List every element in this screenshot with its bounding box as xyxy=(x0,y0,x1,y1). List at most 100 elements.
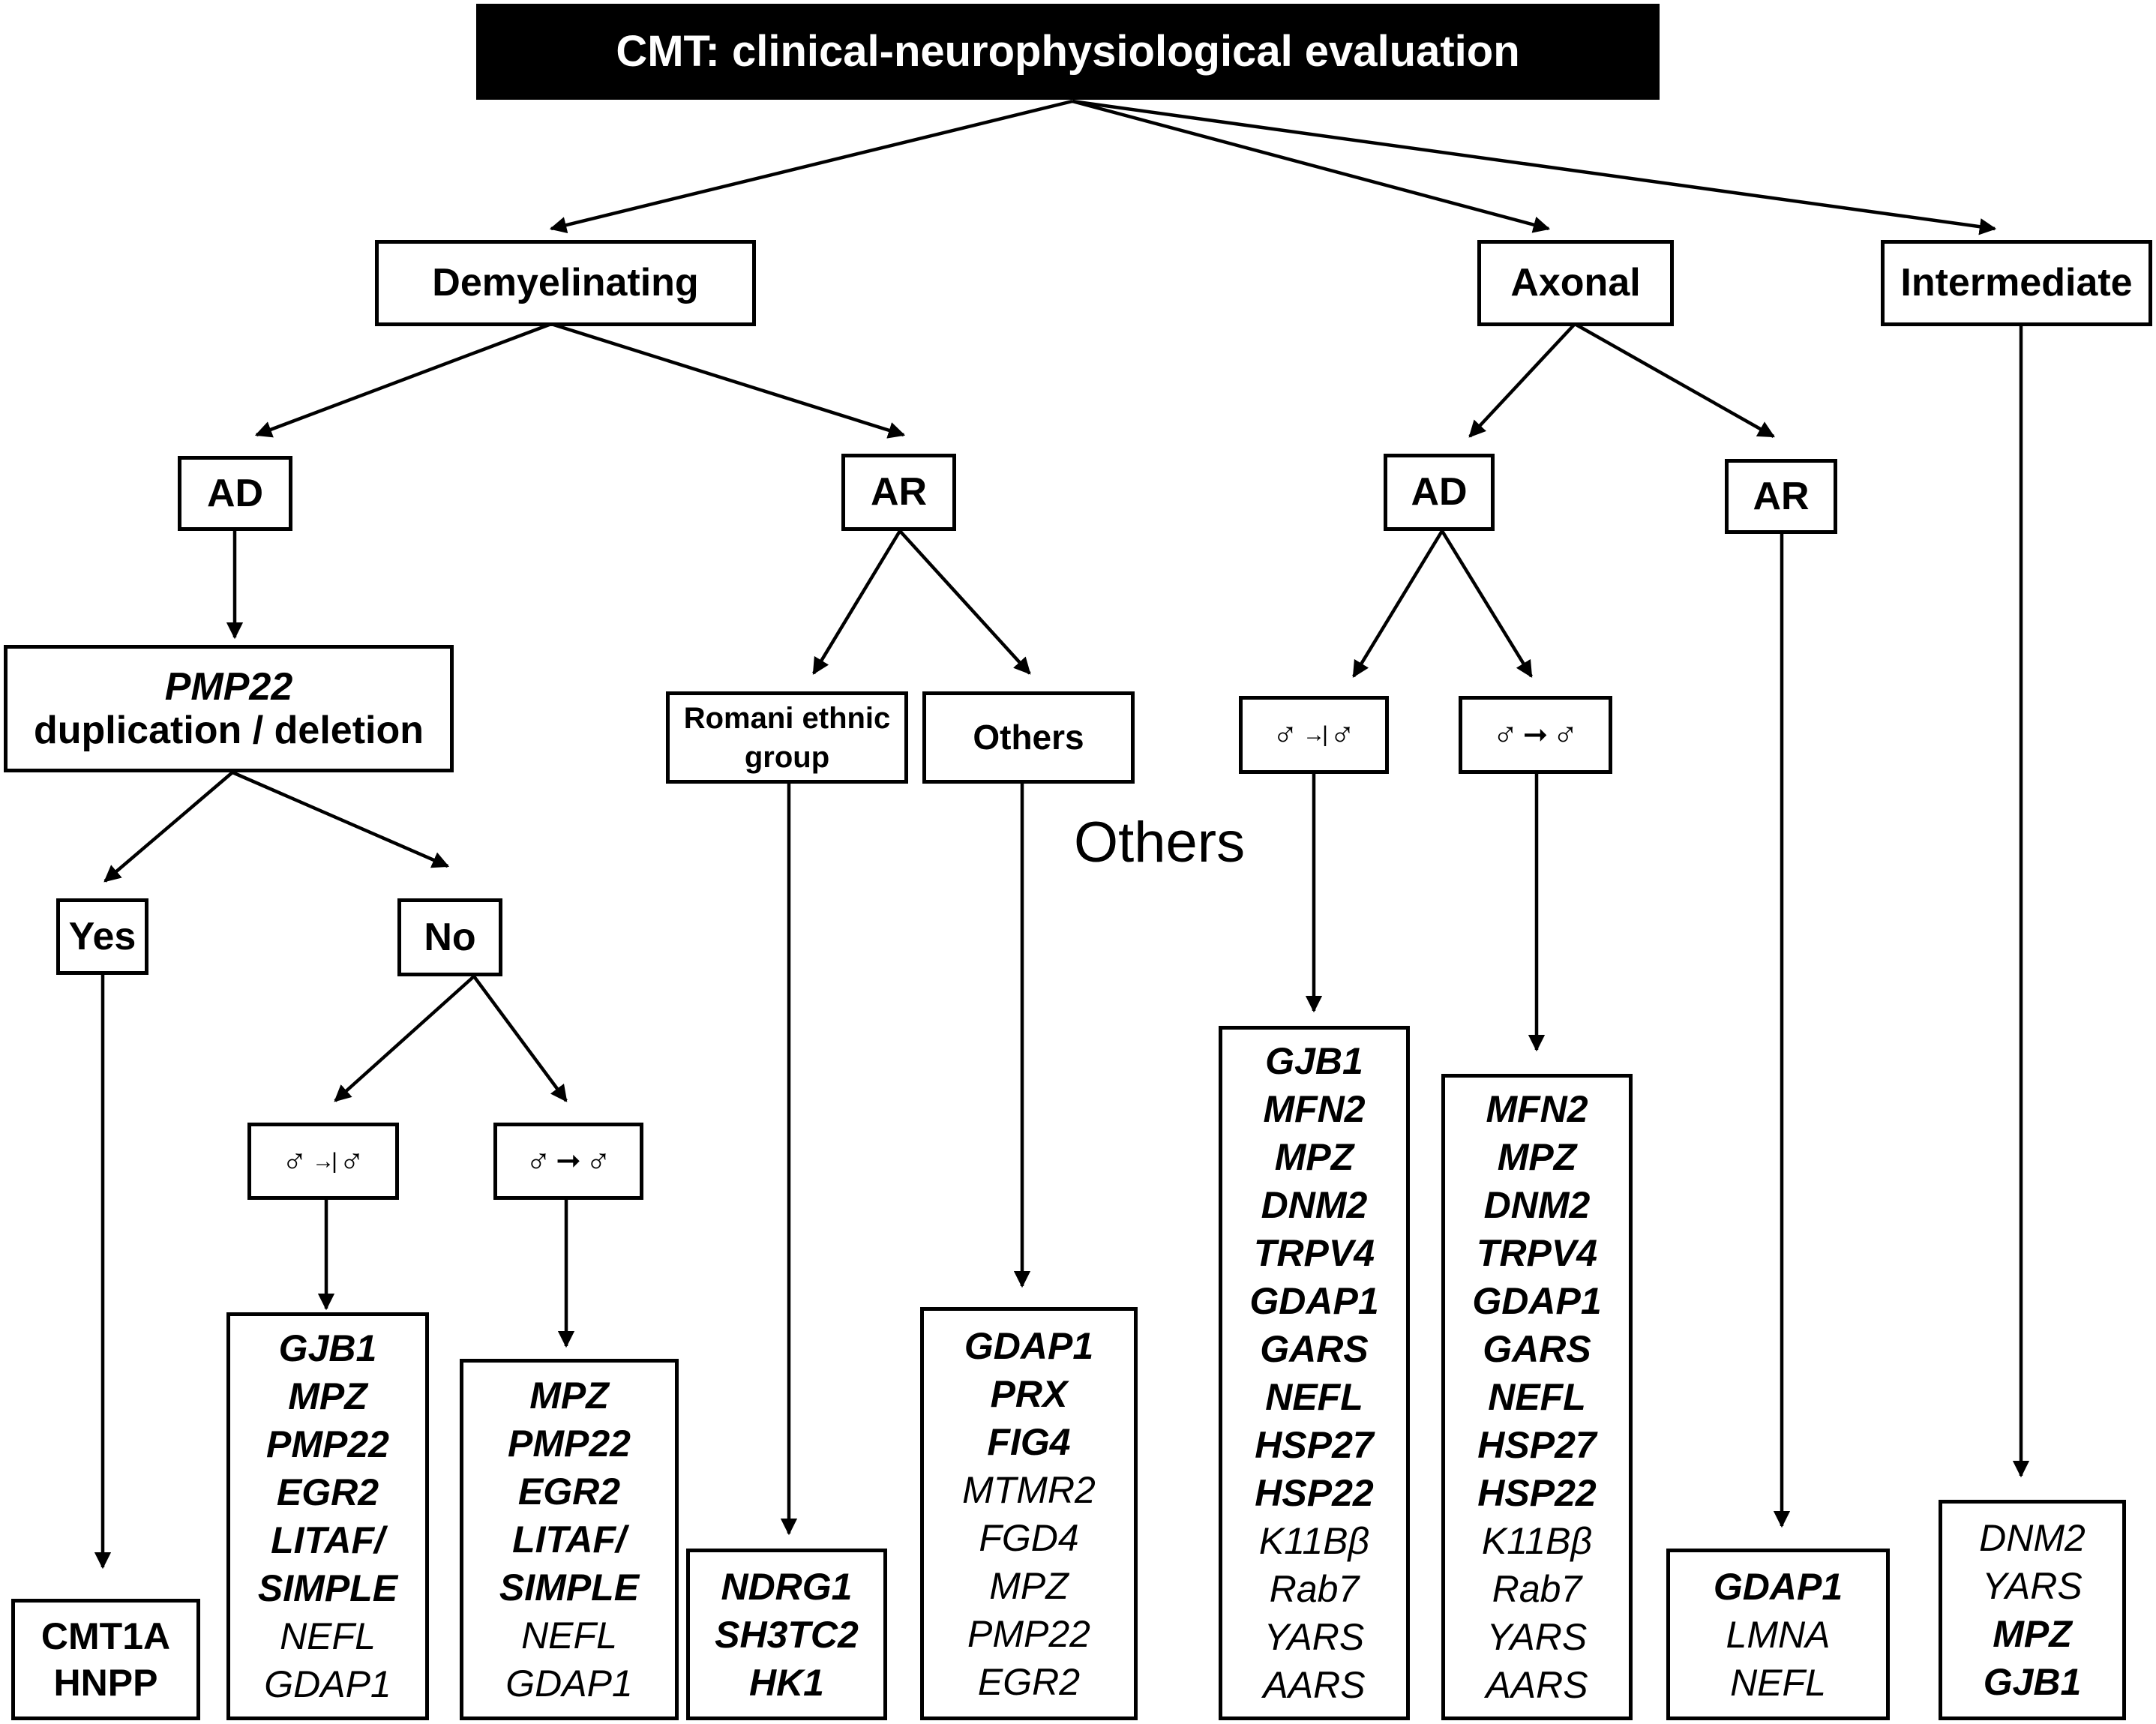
gene-item: GDAP1 xyxy=(1472,1280,1602,1322)
gene-item: YARS xyxy=(1982,1565,2083,1607)
ax-ad-male-male-box: ♂ ➞ ♂ xyxy=(1459,696,1612,774)
ax-ad-male-male-excluded-box: ♂ →| ♂ xyxy=(1239,696,1389,774)
gene-item: GDAP1 xyxy=(1713,1565,1843,1608)
pmp22-gene: PMP22 xyxy=(164,664,293,709)
axonal-label: Axonal xyxy=(1510,261,1641,305)
dem-ar-others-box: Others xyxy=(922,691,1135,784)
dem-ar-box: AR xyxy=(841,454,956,531)
gene-item: LITAF/ xyxy=(512,1519,626,1561)
floating-others-label: Others xyxy=(1074,811,1246,874)
gene-item: SIMPLE xyxy=(257,1567,398,1609)
gene-item: MPZ xyxy=(1274,1136,1354,1178)
gene-item: GJB1 xyxy=(278,1327,377,1369)
intermediate-box: Intermediate xyxy=(1881,240,2152,326)
gene-item: AARS xyxy=(1263,1664,1366,1706)
dem-ar-others-label: Others xyxy=(973,717,1084,757)
romani-box: Romani ethnic group xyxy=(666,691,908,784)
gene-item: TRPV4 xyxy=(1253,1232,1375,1274)
gene-item: LMNA xyxy=(1726,1613,1831,1656)
dem-ar-label: AR xyxy=(870,470,928,514)
gene-item: GJB1 xyxy=(1983,1661,2082,1703)
male-icon: ♂ xyxy=(1552,715,1579,754)
gene-item: FGD4 xyxy=(979,1516,1079,1559)
no-box: No xyxy=(397,898,502,976)
dem-ad-label: AD xyxy=(206,471,264,515)
gene-item: GDAP1 xyxy=(1249,1280,1379,1322)
gene-item: HSP22 xyxy=(1255,1472,1374,1514)
romani-label: Romani ethnic group xyxy=(683,701,891,774)
gene-item: GDAP1 xyxy=(505,1663,633,1705)
male-icon: ♂ xyxy=(281,1141,308,1180)
dem-no-male-male-box: ♂ ➞ ♂ xyxy=(493,1123,643,1200)
intermediate-label: Intermediate xyxy=(1900,261,2133,305)
gene-item: AARS xyxy=(1486,1664,1588,1706)
gene-item: Rab7 xyxy=(1492,1568,1582,1610)
gene-item: YARS xyxy=(1264,1616,1365,1658)
male-icon: ♂ xyxy=(1272,715,1299,754)
pmp22-text: duplication / deletion xyxy=(34,709,424,752)
gene-item: TRPV4 xyxy=(1476,1232,1598,1274)
gene-item: MFN2 xyxy=(1486,1088,1588,1130)
gene-item: K11Bβ xyxy=(1258,1520,1370,1562)
gene-item: SIMPLE xyxy=(499,1567,640,1609)
male-icon: ♂ xyxy=(585,1141,612,1180)
gene-item: MPZ xyxy=(989,1564,1069,1607)
axonal-box: Axonal xyxy=(1477,240,1674,326)
gene-item: NEFL xyxy=(1265,1376,1363,1418)
gene-item: NEFL xyxy=(1730,1661,1826,1704)
pmp22-test-box: PMP22 duplication / deletion xyxy=(4,645,454,772)
gene-item: EGR2 xyxy=(276,1471,379,1513)
demyelinating-label: Demyelinating xyxy=(432,261,699,305)
arrow-icon: ➞ xyxy=(556,1144,581,1178)
ax-ad-label: AD xyxy=(1411,470,1468,514)
gene-item: GARS xyxy=(1260,1328,1369,1370)
gene-item: LITAF/ xyxy=(271,1519,385,1561)
gene-item: HK1 xyxy=(748,1661,824,1704)
dem-ad-box: AD xyxy=(178,456,292,531)
gene-item: EGR2 xyxy=(977,1660,1081,1703)
gene-item: HSP27 xyxy=(1255,1424,1374,1466)
gene-item: SH3TC2 xyxy=(715,1613,859,1656)
gene-item: EGR2 xyxy=(517,1471,621,1513)
gene-item: HSP27 xyxy=(1477,1424,1597,1466)
demyelinating-box: Demyelinating xyxy=(375,240,756,326)
gene-item: GDAP1 xyxy=(264,1663,391,1705)
gene-item: PRX xyxy=(990,1372,1068,1415)
male-icon: ♂ xyxy=(1492,715,1519,754)
gene-item: MPZ xyxy=(288,1375,367,1417)
yes-box: Yes xyxy=(56,898,148,975)
blocked-arrow-icon: →| xyxy=(312,1148,337,1174)
gene-item: YARS xyxy=(1486,1616,1588,1658)
gene-item: NEFL xyxy=(1488,1376,1586,1418)
gene-item: GDAP1 xyxy=(964,1324,1094,1367)
gene-item: Rab7 xyxy=(1269,1568,1360,1610)
male-icon: ♂ xyxy=(1329,715,1356,754)
title-text: CMT: clinical-neurophysiological evaluat… xyxy=(616,26,1520,76)
male-icon: ♂ xyxy=(338,1141,365,1180)
male-icon: ♂ xyxy=(525,1141,552,1180)
title-box: CMT: clinical-neurophysiological evaluat… xyxy=(476,4,1660,100)
gene-item: DNM2 xyxy=(1261,1184,1368,1226)
gene-item: DNM2 xyxy=(1483,1184,1591,1226)
blocked-arrow-icon: →| xyxy=(1303,722,1328,748)
gene-item: MTMR2 xyxy=(962,1468,1096,1511)
gene-item: CMT1A xyxy=(40,1615,171,1657)
gene-item: PMP22 xyxy=(266,1423,389,1465)
dem-no-male-male-excluded-box: ♂ →| ♂ xyxy=(247,1123,399,1200)
gene-item: K11Bβ xyxy=(1481,1520,1593,1562)
gene-item: FIG4 xyxy=(987,1420,1071,1463)
